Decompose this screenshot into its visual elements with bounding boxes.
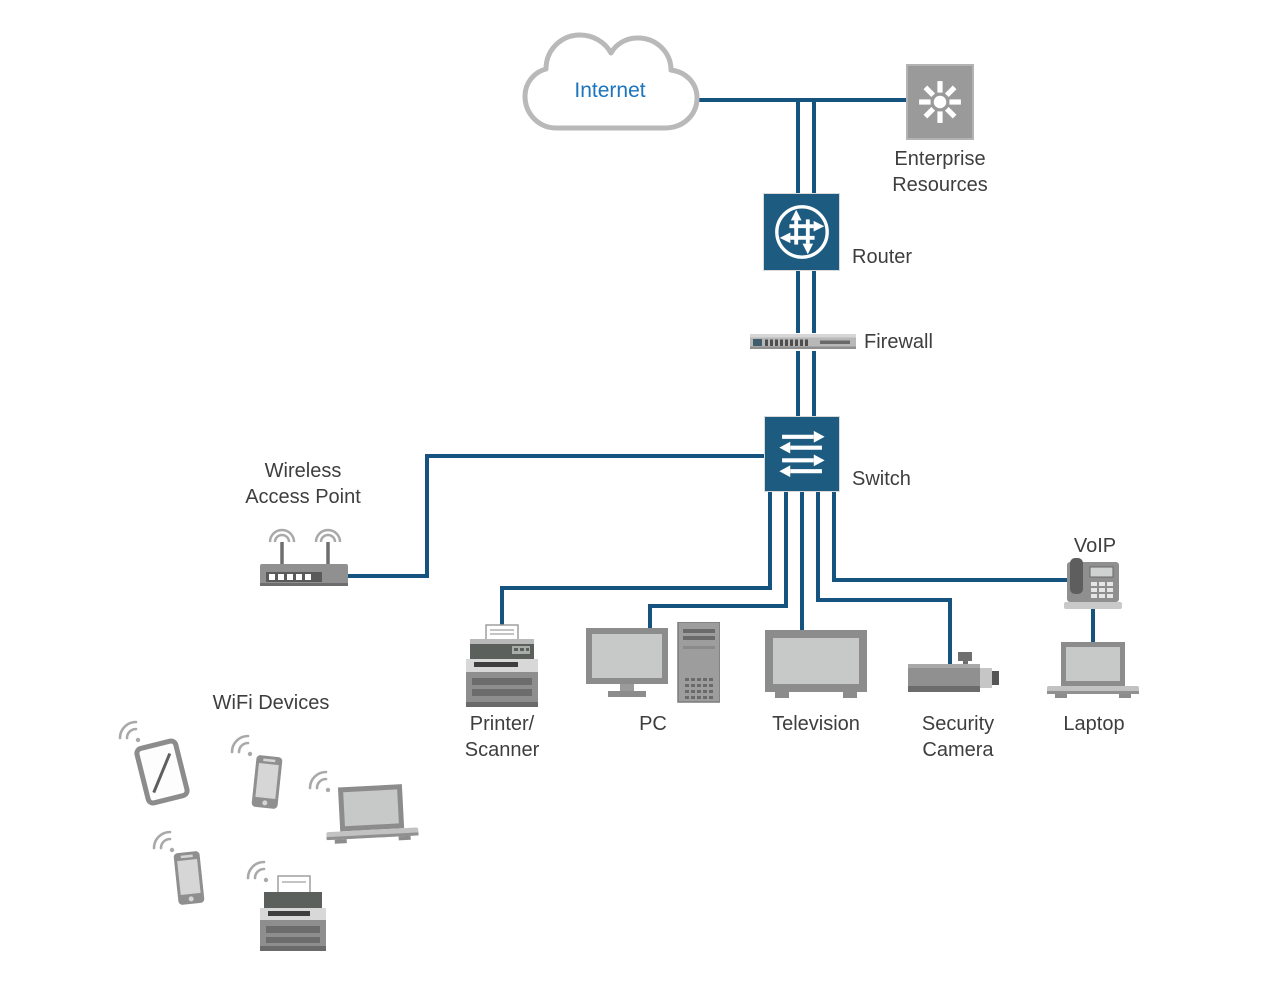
link-switch-pc-line-h xyxy=(648,604,788,608)
enterprise-resources-node xyxy=(906,64,974,140)
link-switch-voip-line-h xyxy=(832,578,1095,582)
wireless-access-point-label: Wireless Access Point xyxy=(245,460,361,508)
router-node xyxy=(763,193,840,271)
laptop-label: Laptop xyxy=(1063,713,1125,735)
link-switch-camera-line-v2 xyxy=(948,598,952,664)
link-firewall-switch-line-2 xyxy=(812,351,816,417)
voip-phone-icon xyxy=(1064,558,1122,609)
link-internet-router-line-1 xyxy=(796,98,800,195)
link-voip-laptop-line xyxy=(1091,578,1095,650)
internet-cloud xyxy=(522,32,700,131)
link-internet-enterprise-line xyxy=(697,98,906,102)
wifi-printer-icon xyxy=(246,860,326,951)
internet-label: Internet xyxy=(574,79,646,102)
security-camera-label: Security Camera xyxy=(921,713,995,761)
wifi-devices-label: WiFi Devices xyxy=(212,692,330,714)
link-router-firewall-line-1 xyxy=(796,270,800,333)
television-icon xyxy=(765,630,867,698)
wifi-smartphone-icon xyxy=(230,734,283,809)
television-label: Television xyxy=(772,713,860,735)
link-switch-wap-line-v xyxy=(425,454,429,578)
firewall-label: Firewall xyxy=(864,331,933,353)
switch-label: Switch xyxy=(852,468,911,490)
enterprise-resources-icon xyxy=(919,81,961,123)
voip-label: VoIP xyxy=(1073,535,1117,557)
wifi-tablet-icon xyxy=(118,720,190,806)
enterprise-resources-label: Enterprise Resources xyxy=(892,148,988,196)
printer-scanner-icon xyxy=(466,624,538,707)
wifi-laptop-icon xyxy=(308,770,419,844)
link-switch-pc-line-v2 xyxy=(648,604,652,630)
link-switch-wap-line-h2 xyxy=(344,574,429,578)
link-switch-wap-line-h1 xyxy=(425,454,765,458)
link-switch-camera-line-h xyxy=(816,598,952,602)
wifi-smartphone-2-icon xyxy=(152,830,205,905)
pc-label: PC xyxy=(639,713,667,735)
wireless-access-point-icon xyxy=(260,528,348,586)
switch-icon xyxy=(779,430,825,478)
link-switch-camera-line-v1 xyxy=(816,492,820,602)
link-switch-pc-line-v1 xyxy=(784,492,788,608)
firewall-icon xyxy=(750,334,856,349)
link-router-firewall-line-2 xyxy=(812,270,816,333)
router-label: Router xyxy=(852,246,913,268)
link-switch-printer-line-v2 xyxy=(500,586,504,628)
link-switch-tv-line xyxy=(800,492,804,634)
security-camera-icon xyxy=(908,652,999,692)
link-switch-printer-line-v1 xyxy=(768,492,772,590)
pc-icon xyxy=(586,622,720,703)
link-switch-printer-line-h xyxy=(500,586,772,590)
link-firewall-switch-line-1 xyxy=(796,351,800,417)
link-internet-router-line-2 xyxy=(812,98,816,195)
switch-node xyxy=(764,416,840,492)
link-switch-voip-line-v1 xyxy=(832,492,836,582)
router-icon xyxy=(774,205,829,259)
laptop-icon xyxy=(1047,642,1139,698)
printer-scanner-label: Printer/ Scanner xyxy=(464,713,540,761)
